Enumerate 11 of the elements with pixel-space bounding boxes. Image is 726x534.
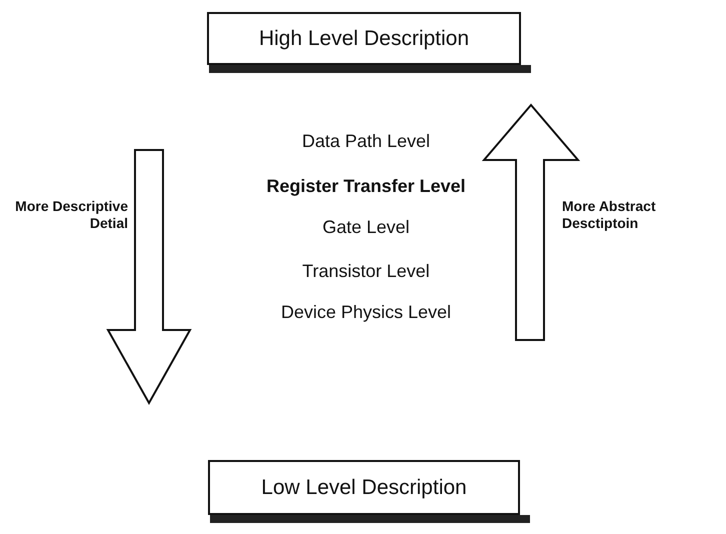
level-label: Gate Level xyxy=(322,217,410,238)
level-label: Data Path Level xyxy=(302,131,430,152)
arrow-caption: More Abstract Desctiptoin xyxy=(562,198,657,232)
level-label: Register Transfer Level xyxy=(266,176,466,197)
arrow-caption: More Descriptive Detial xyxy=(14,198,128,232)
box-title: High Level Description xyxy=(258,26,470,50)
level-label: Device Physics Level xyxy=(280,302,452,323)
description-box xyxy=(207,12,521,65)
description-box xyxy=(208,460,520,515)
level-label: Transistor Level xyxy=(302,261,430,282)
box-title: Low Level Description xyxy=(261,476,467,500)
